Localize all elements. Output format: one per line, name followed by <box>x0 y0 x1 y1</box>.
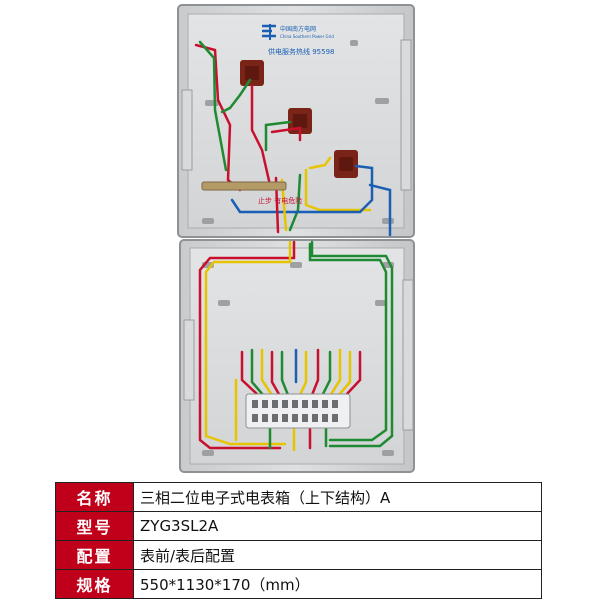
spec-row-size: 规格 550*1130*170（mm） <box>55 569 542 599</box>
spec-row-model: 型号 ZYG3SL2A <box>55 511 542 541</box>
warning-label: 止步 有电危险 <box>258 196 302 205</box>
spec-value-config: 表前/表后配置 <box>133 540 542 570</box>
spec-value-size: 550*1130*170（mm） <box>133 569 542 599</box>
spec-row-config: 配置 表前/表后配置 <box>55 540 542 570</box>
current-transformer <box>240 60 264 86</box>
current-transformer <box>334 150 358 178</box>
spec-value-model: ZYG3SL2A <box>133 511 542 541</box>
spec-value-name: 三相二位电子式电表箱（上下结构）A <box>133 482 542 512</box>
service-hotline: 供电服务热线 95598 <box>268 47 335 56</box>
grid-logo-icon <box>262 24 276 40</box>
bus-bar <box>201 181 287 191</box>
upper-meter-box: 中国南方电网 China Southern Power Grid 供电服务热线 … <box>177 4 415 238</box>
spec-label-size: 规格 <box>55 569 134 599</box>
logo-subtext: China Southern Power Grid <box>280 34 334 39</box>
current-transformer <box>288 108 312 134</box>
logo-text: 中国南方电网 <box>280 25 316 33</box>
spec-table: 名称 三相二位电子式电表箱（上下结构）A 型号 ZYG3SL2A 配置 表前/表… <box>55 482 542 599</box>
product-photo: 中国南方电网 China Southern Power Grid 供电服务热线 … <box>177 4 415 473</box>
terminal-block <box>245 393 351 429</box>
spec-label-config: 配置 <box>55 540 134 570</box>
spec-label-name: 名称 <box>55 482 134 512</box>
spec-row-name: 名称 三相二位电子式电表箱（上下结构）A <box>55 482 542 512</box>
lower-meter-box <box>179 239 415 473</box>
spec-label-model: 型号 <box>55 511 134 541</box>
